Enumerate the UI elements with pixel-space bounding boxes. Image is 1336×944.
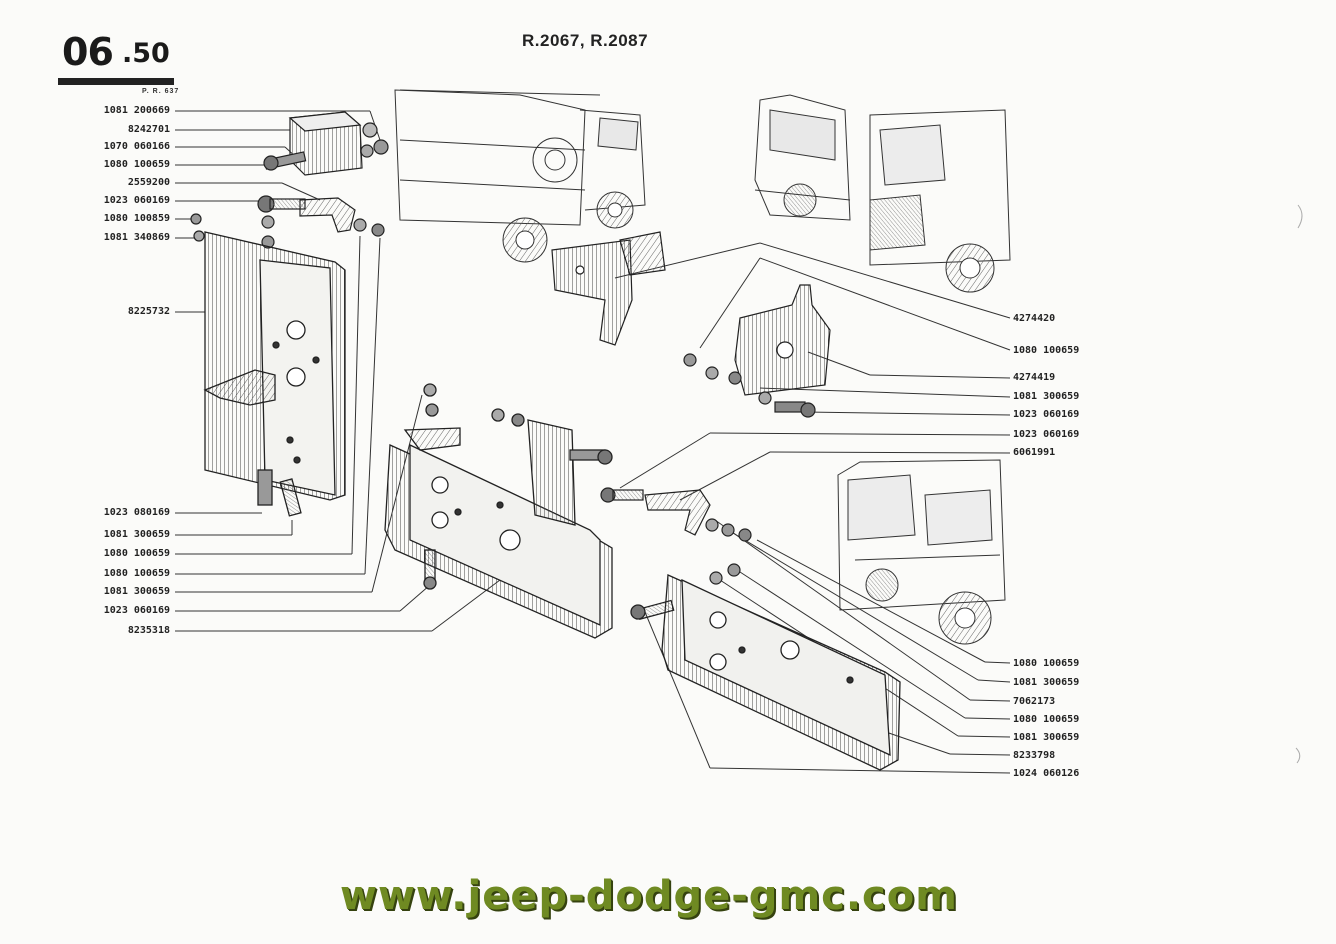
part-label: 4274419 (1013, 372, 1056, 383)
part-label: 1023 060169 (103, 195, 170, 206)
section-number-minor: .50 (122, 38, 170, 69)
part-label: 1080 100659 (1013, 714, 1080, 725)
part-label: 8235318 (127, 625, 170, 636)
plate-code: P. R. 637 (142, 88, 180, 95)
part-label: 1081 300659 (1013, 677, 1080, 688)
part-label: 7062173 (1013, 696, 1056, 707)
plate-8225732 (203, 231, 346, 517)
part-label: 1023 080169 (103, 507, 170, 518)
plate-8233798 (630, 574, 901, 771)
part-label: 6061991 (1013, 447, 1056, 458)
model-numbers: R.2067, R.2087 (522, 31, 649, 50)
part-label: 1081 340869 (103, 232, 170, 243)
part-label: 8242701 (127, 124, 170, 135)
part-label: 1080 100659 (103, 568, 170, 579)
part-label: 1081 300659 (1013, 732, 1080, 743)
part-label: 8225732 (127, 306, 170, 317)
part-label: 1023 060169 (103, 605, 170, 616)
part-label: 1081 300659 (1013, 391, 1080, 402)
lamp-housing (263, 111, 389, 176)
truck-illustration-2 (754, 94, 1011, 293)
part-label: 4274420 (1013, 313, 1056, 324)
bracket-6061991 (600, 487, 752, 585)
part-label: 1081 300659 (103, 529, 170, 540)
bracket-4274419 (683, 284, 831, 418)
part-label: 1024 060126 (1013, 768, 1080, 779)
part-label: 1080 100659 (103, 159, 170, 170)
part-label: 1023 060169 (1013, 409, 1080, 420)
part-label: 1023 060169 (1013, 429, 1080, 440)
part-label: 1080 100659 (1013, 345, 1080, 356)
part-label: 1081 200669 (103, 105, 170, 116)
section-underline (58, 78, 174, 85)
truck-illustration-1 (394, 89, 646, 263)
website-watermark: www.jeep-dodge-gmc.com (340, 873, 958, 919)
part-label: 8233798 (1013, 750, 1056, 761)
part-label: 1070 060166 (103, 141, 170, 152)
bracket-2559200 (190, 195, 385, 249)
section-number-major: 06 (62, 30, 114, 74)
scan-artifacts (1295, 204, 1303, 764)
part-label: 1080 100859 (103, 213, 170, 224)
plate-8235318 (384, 383, 613, 639)
part-label: 1080 100659 (1013, 658, 1080, 669)
leader-lines-right (614, 242, 1011, 774)
part-label: 1080 100659 (103, 548, 170, 559)
part-label: 1081 300659 (103, 586, 170, 597)
vehicle-rear-illustration (837, 459, 1006, 645)
bracket-4274420 (551, 231, 666, 346)
part-label: 2559200 (127, 177, 170, 188)
